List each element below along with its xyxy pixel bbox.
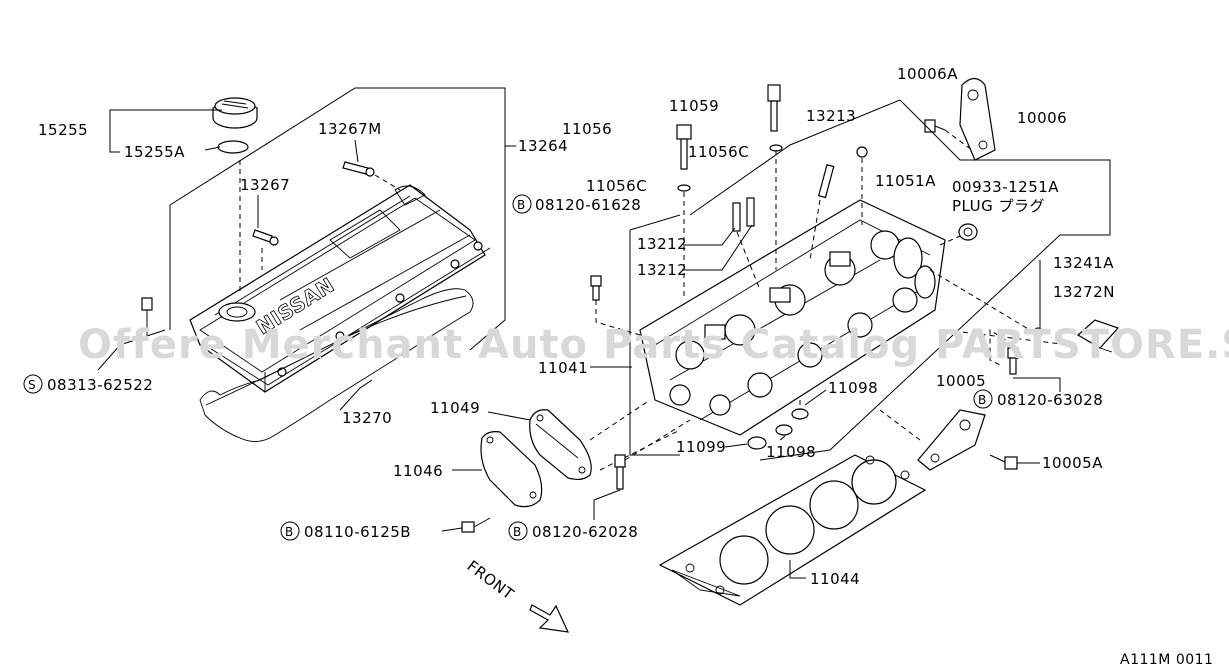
pcv-valve bbox=[252, 229, 279, 246]
label-11046: 11046 bbox=[393, 462, 443, 480]
label-11056C-b: 11056C bbox=[586, 177, 647, 195]
filler-cap-gasket bbox=[217, 140, 249, 154]
valve-guide-a bbox=[732, 202, 741, 232]
stud-bolt-62028 bbox=[614, 454, 626, 490]
front-cover-11046 bbox=[480, 431, 543, 508]
cylinder-head-group bbox=[590, 77, 1120, 471]
slinger-bolt-10005A bbox=[989, 454, 1018, 470]
diagram-code: A111M 0011 bbox=[1120, 652, 1213, 668]
label-11041: 11041 bbox=[538, 359, 588, 377]
label-11056C-a: 11056C bbox=[688, 143, 749, 161]
label-13267M: 13267M bbox=[318, 120, 382, 138]
label-15255: 15255 bbox=[38, 121, 88, 139]
watermark: Offere Merchant Auto Parts Catalog PARTS… bbox=[78, 322, 1229, 368]
label-08120-63028: 08120-63028 bbox=[997, 391, 1103, 409]
seal-11098-b bbox=[775, 424, 793, 436]
badge-s-08313-text: S bbox=[28, 378, 36, 392]
label-13212-b: 13212 bbox=[637, 261, 687, 279]
label-10005: 10005 bbox=[936, 372, 986, 390]
label-08120-62028: 08120-62028 bbox=[532, 523, 638, 541]
seal-11098-a bbox=[791, 408, 809, 420]
label-11098-b: 11098 bbox=[766, 443, 816, 461]
front-label: FRONT bbox=[464, 557, 518, 604]
valve-cover: NISSAN bbox=[189, 184, 491, 393]
seal-11099 bbox=[747, 436, 767, 450]
badge-b-08110 bbox=[280, 521, 300, 541]
washer-11056C-b bbox=[677, 184, 691, 192]
cylinder-head bbox=[639, 199, 946, 436]
label-11049: 11049 bbox=[430, 399, 480, 417]
label-08120-61628: 08120-61628 bbox=[535, 196, 641, 214]
label-13272N: 13272N bbox=[1053, 283, 1115, 301]
cover-bolt-6125B bbox=[461, 517, 491, 533]
cover-frame-line bbox=[169, 87, 506, 351]
front-covers-group bbox=[452, 399, 691, 533]
label-10006A: 10006A bbox=[897, 65, 958, 83]
slinger-bolt-10006A bbox=[924, 119, 946, 133]
sensor-13272N bbox=[1076, 319, 1120, 353]
label-15255A: 15255A bbox=[124, 143, 185, 161]
plug-label: PLUG プラグ bbox=[952, 197, 1045, 215]
valve-part-13213 bbox=[817, 163, 835, 199]
badge-b-62028 bbox=[508, 521, 528, 541]
front-cover-gasket-11049 bbox=[529, 409, 592, 481]
badge-b-08110-text: B bbox=[285, 525, 294, 539]
head-bolt-11059 bbox=[767, 84, 781, 132]
label-10006: 10006 bbox=[1017, 109, 1067, 127]
label-13241A: 13241A bbox=[1053, 254, 1114, 272]
label-11056: 11056 bbox=[562, 120, 612, 138]
cover-bolt bbox=[141, 297, 153, 335]
badge-s-08313 bbox=[23, 374, 43, 394]
label-10005A: 10005A bbox=[1042, 454, 1103, 472]
plug-11051A bbox=[856, 146, 868, 158]
valve-guide-b bbox=[746, 197, 755, 227]
cover-gasket bbox=[199, 288, 474, 442]
head-gasket bbox=[658, 454, 927, 606]
engine-slinger-rear bbox=[917, 409, 986, 471]
hose-fitting bbox=[342, 161, 375, 177]
front-arrow bbox=[529, 604, 570, 633]
label-11098-a: 11098 bbox=[828, 379, 878, 397]
head-bolt-11056 bbox=[676, 124, 692, 170]
label-13264: 13264 bbox=[518, 137, 568, 155]
badge-b-61628-text: B bbox=[517, 198, 526, 212]
label-11099: 11099 bbox=[676, 438, 726, 456]
plug-00933 bbox=[958, 223, 978, 241]
label-00933: 00933-1251A bbox=[952, 178, 1059, 196]
badge-b-63028-text: B bbox=[978, 393, 987, 407]
badge-b-61628 bbox=[512, 194, 532, 214]
badge-b-63028 bbox=[973, 389, 993, 409]
label-11044: 11044 bbox=[810, 570, 860, 588]
stud-bolt-63028 bbox=[1007, 347, 1019, 375]
label-13270: 13270 bbox=[342, 409, 392, 427]
label-13212-a: 13212 bbox=[637, 235, 687, 253]
label-13267: 13267 bbox=[240, 176, 290, 194]
label-11059: 11059 bbox=[669, 97, 719, 115]
oil-filler-cap bbox=[212, 97, 258, 129]
stud-bolt-61628 bbox=[590, 275, 602, 301]
label-08110-6125B: 08110-6125B bbox=[304, 523, 411, 541]
label-08313-62522: 08313-62522 bbox=[47, 376, 153, 394]
badge-b-62028-text: B bbox=[513, 525, 522, 539]
label-11051A: 11051A bbox=[875, 172, 936, 190]
valve-cover-group: NISSAN bbox=[97, 87, 516, 442]
label-13213: 13213 bbox=[806, 107, 856, 125]
engine-slinger-front bbox=[959, 77, 996, 161]
